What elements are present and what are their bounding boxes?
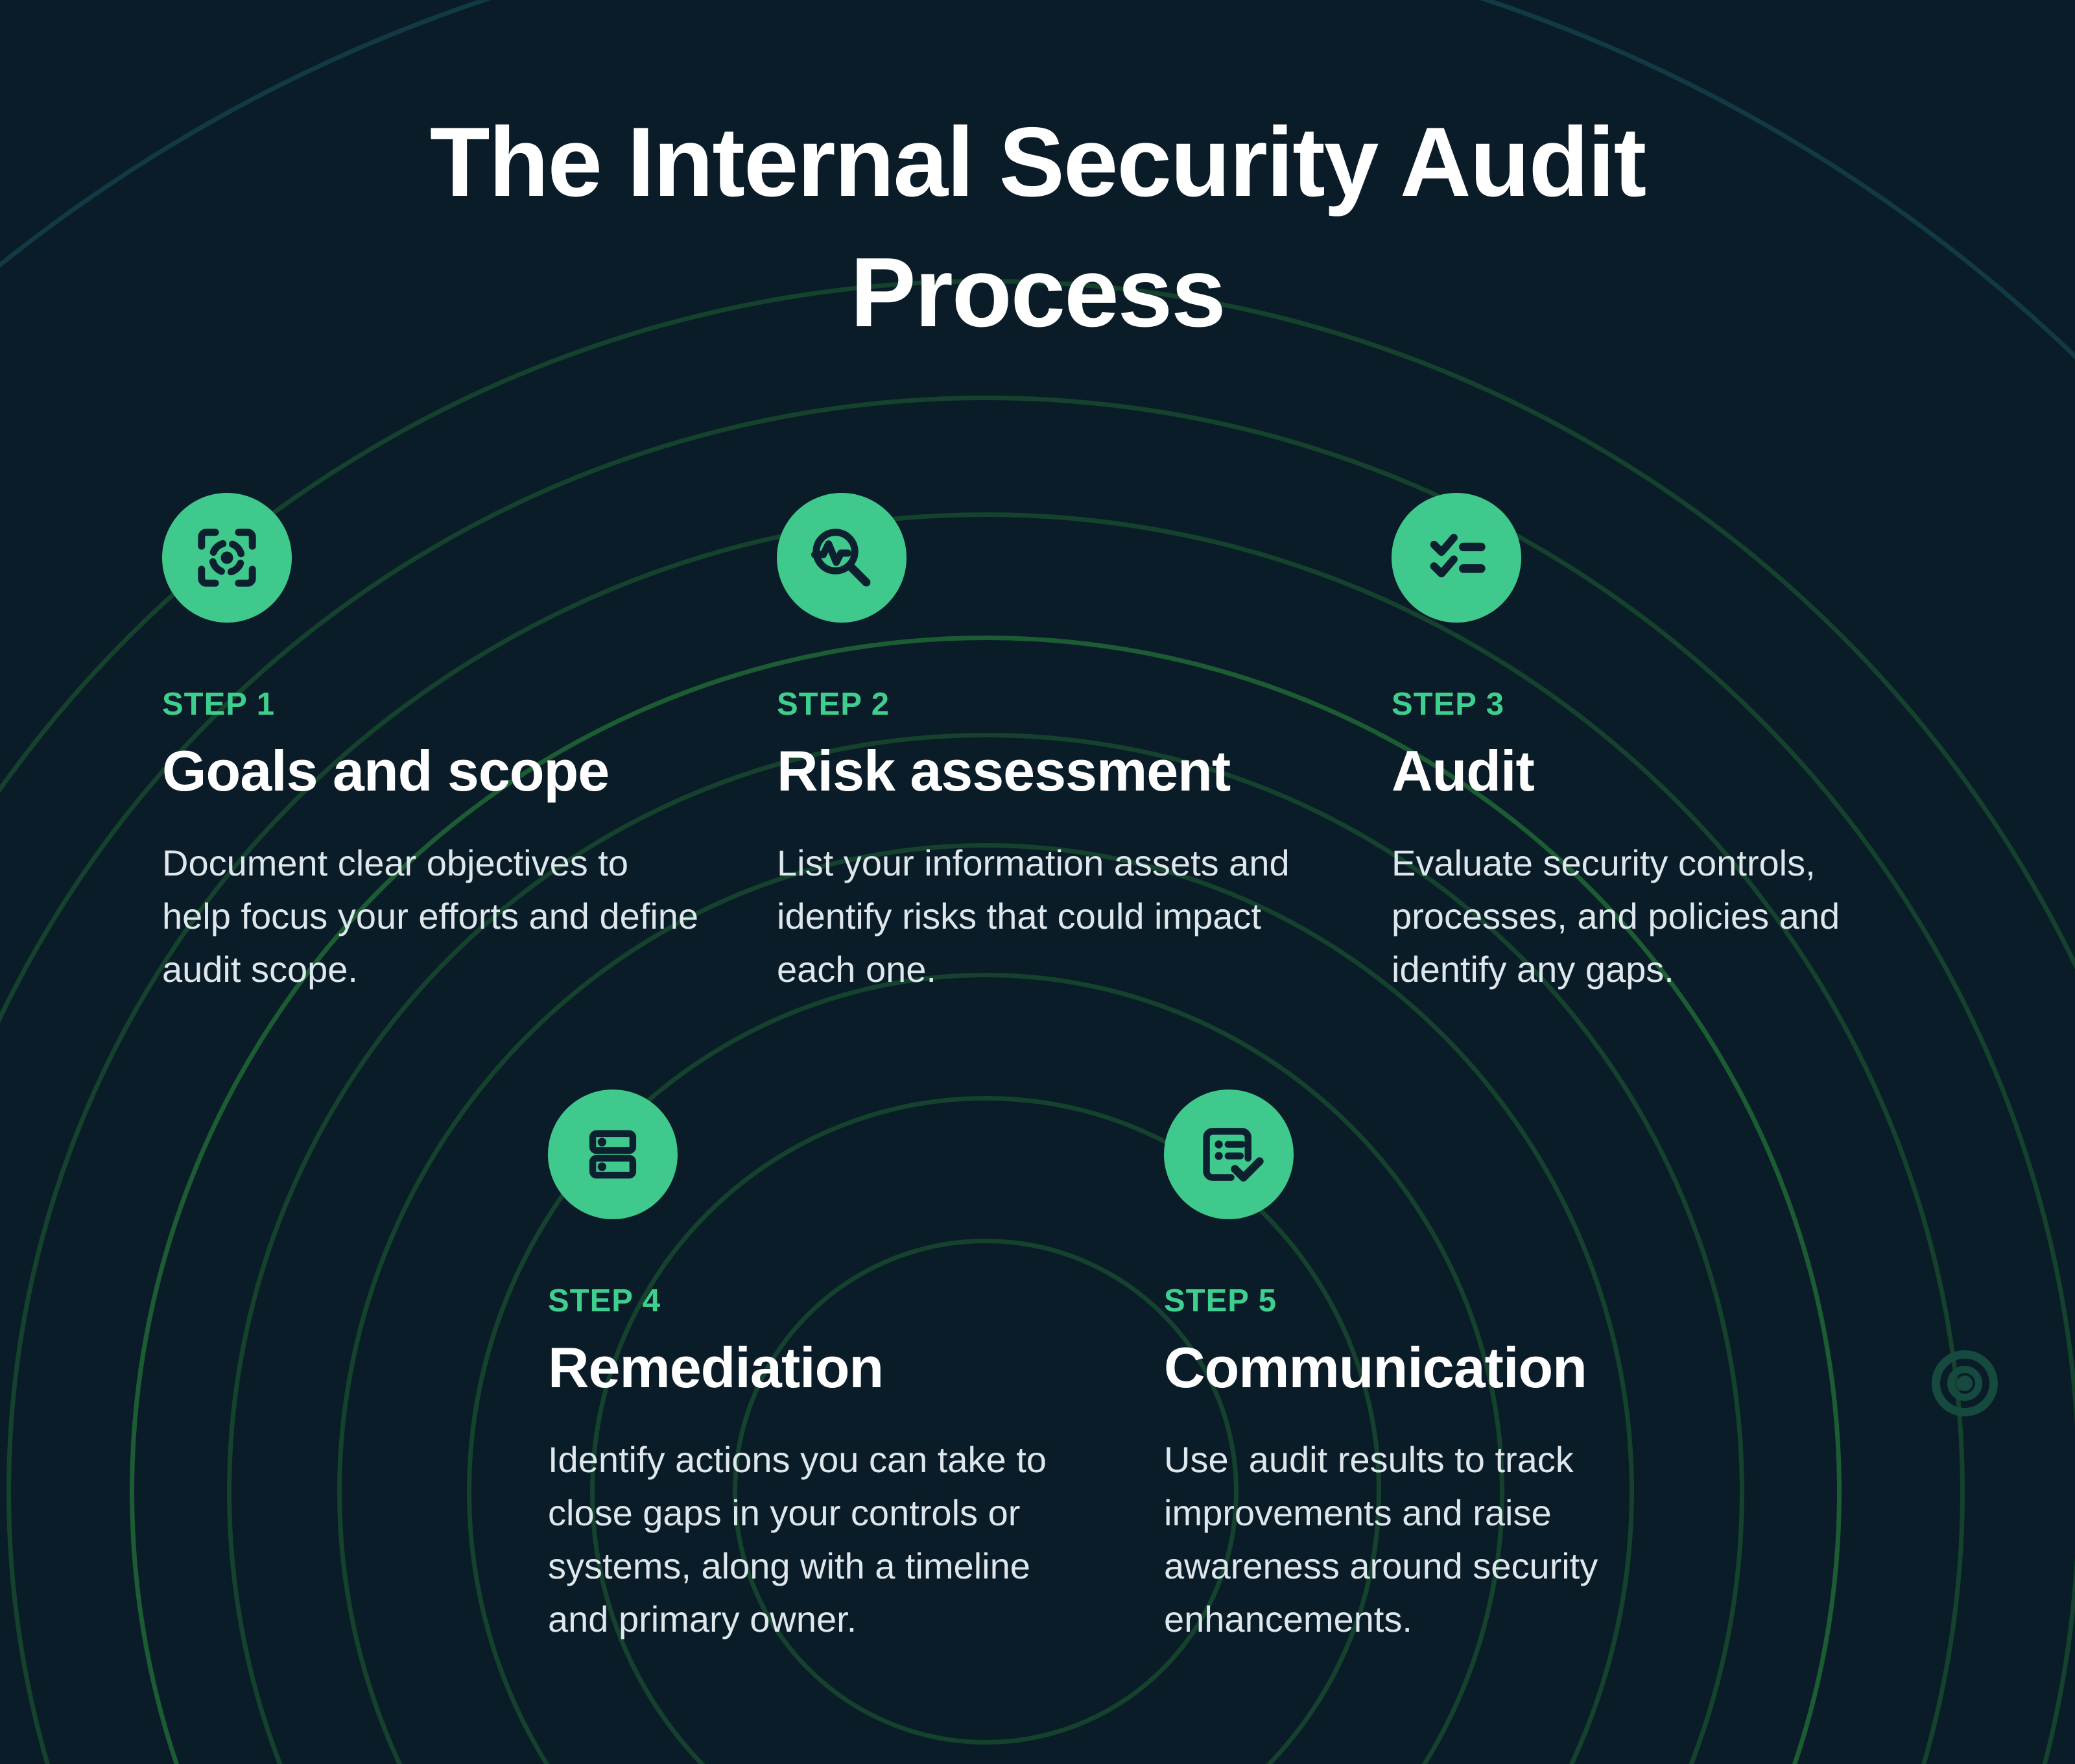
step-description: Evaluate security controls, processes, a… [1392, 837, 1943, 996]
scope-target-icon [162, 493, 292, 623]
step-title: Audit [1392, 739, 1535, 803]
step-description-line: Evaluate security controls, [1392, 842, 1816, 883]
step-description-line: identify risks that could impact [777, 896, 1261, 936]
step-label: STEP 4 [548, 1283, 661, 1318]
step-title: Remediation [548, 1335, 884, 1400]
step-3-card: STEP 3 Audit Evaluate security controls,… [1392, 493, 1943, 996]
step-description-line: and primary owner. [548, 1599, 857, 1639]
step-label: STEP 5 [1164, 1283, 1277, 1318]
bullseye-icon [1932, 1350, 1998, 1416]
step-title: Goals and scope [162, 739, 610, 803]
step-description-line: systems, along with a timeline [548, 1545, 1030, 1586]
step-description: List your information assets and identif… [777, 837, 1328, 996]
step-description-line: Document clear objectives to [162, 842, 629, 883]
step-description: Use audit results to track improvements … [1164, 1433, 1715, 1646]
step-description-line: List your information assets and [777, 842, 1290, 883]
step-1-card: STEP 1 Goals and scope Document clear ob… [162, 493, 713, 996]
step-description-line: enhancements. [1164, 1599, 1412, 1639]
page-title: The Internal Security Audit Process [429, 107, 1646, 348]
checklist-icon [1392, 493, 1521, 623]
step-description-line: improvements and raise [1164, 1492, 1552, 1533]
step-description-line: each one. [777, 949, 936, 990]
report-check-icon [1164, 1090, 1294, 1219]
step-label: STEP 3 [1392, 687, 1504, 722]
step-label: STEP 2 [777, 687, 890, 722]
step-label: STEP 1 [162, 687, 275, 722]
step-4-card: STEP 4 Remediation Identify actions you … [548, 1090, 1099, 1646]
step-description-line: close gaps in your controls or [548, 1492, 1021, 1533]
step-5-card: STEP 5 Communication Use audit results t… [1164, 1090, 1715, 1646]
step-title: Communication [1164, 1335, 1587, 1400]
step-title: Risk assessment [777, 739, 1231, 803]
bullseye-middle-ring [1947, 1366, 1982, 1401]
risk-magnifier-pulse-icon [777, 493, 907, 623]
step-description-line: Identify actions you can take to [548, 1439, 1047, 1480]
step-2-card: STEP 2 Risk assessment List your informa… [777, 493, 1328, 996]
step-description-line: Use audit results to track [1164, 1439, 1574, 1480]
step-description-line: identify any gaps. [1392, 949, 1674, 990]
step-description-line: awareness around security [1164, 1545, 1598, 1586]
server-stack-icon [548, 1090, 678, 1219]
step-description-line: audit scope. [162, 949, 358, 990]
step-description: Document clear objectives to help focus … [162, 837, 713, 996]
step-description-line: processes, and policies and [1392, 896, 1840, 936]
step-description-line: help focus your efforts and define [162, 896, 699, 936]
bullseye-center-dot [1957, 1376, 1973, 1391]
step-description: Identify actions you can take to close g… [548, 1433, 1099, 1646]
